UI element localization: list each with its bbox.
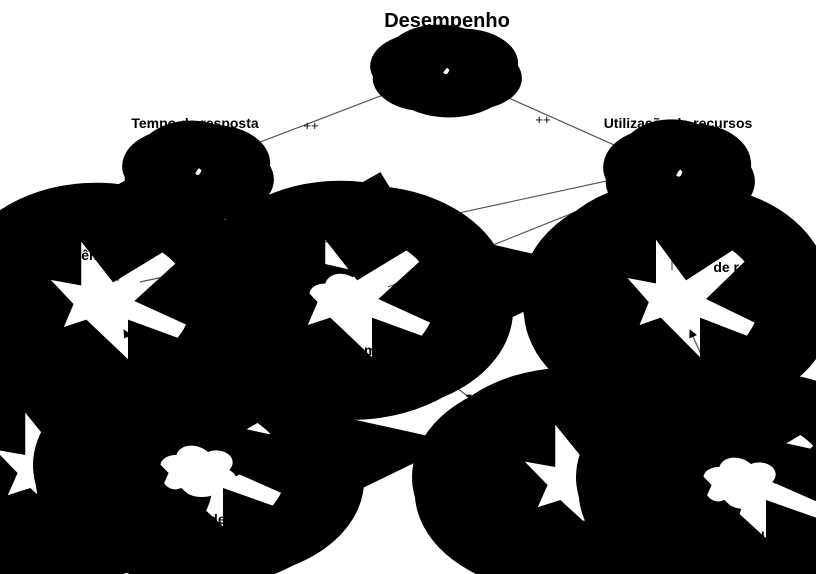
label-bandwidth-line1: Largura de banda	[153, 511, 271, 527]
label-low-memory-line1: Usar pouca	[709, 526, 785, 542]
label-low-response-line1: Ter baixo tempo	[286, 342, 393, 358]
node-labels: Tempo de resposta Utilização de recursos…	[7, 115, 808, 570]
label-low-cpu-line1: Usar pouca	[544, 515, 620, 531]
label-low-resource-line2: de recursos	[713, 259, 793, 275]
label-throughput-line1: Ter alta taxa	[23, 219, 104, 235]
label-low-latency: Baixa latência	[7, 519, 101, 535]
label-bandwidth-line2: grande	[191, 539, 238, 555]
label-response-time: Tempo de resposta	[131, 115, 259, 131]
softgoal-low-response-cloud	[310, 274, 386, 327]
label-low-memory-line2: memória	[720, 554, 779, 570]
diagram-title: Desempenho	[384, 10, 510, 32]
label-resource-usage: Utilização de recursos	[604, 115, 753, 131]
label-low-response-line2: de reposta	[310, 370, 381, 386]
softgoal-throughput-cloud	[66, 276, 142, 329]
softgoal-low-resource-cloud	[641, 274, 713, 327]
contribution-label: -	[466, 384, 473, 406]
softgoal-performance-cloud	[410, 50, 482, 93]
softgoal-response-time-cloud	[162, 148, 234, 195]
label-low-resource-line1: Pouca utilização	[698, 231, 808, 247]
label-low-cpu-line2: CPU	[567, 543, 597, 559]
label-throughput-line2: de transferência	[9, 247, 117, 263]
contribution-label: ++	[535, 112, 550, 127]
contribution-label: ++	[303, 118, 318, 133]
